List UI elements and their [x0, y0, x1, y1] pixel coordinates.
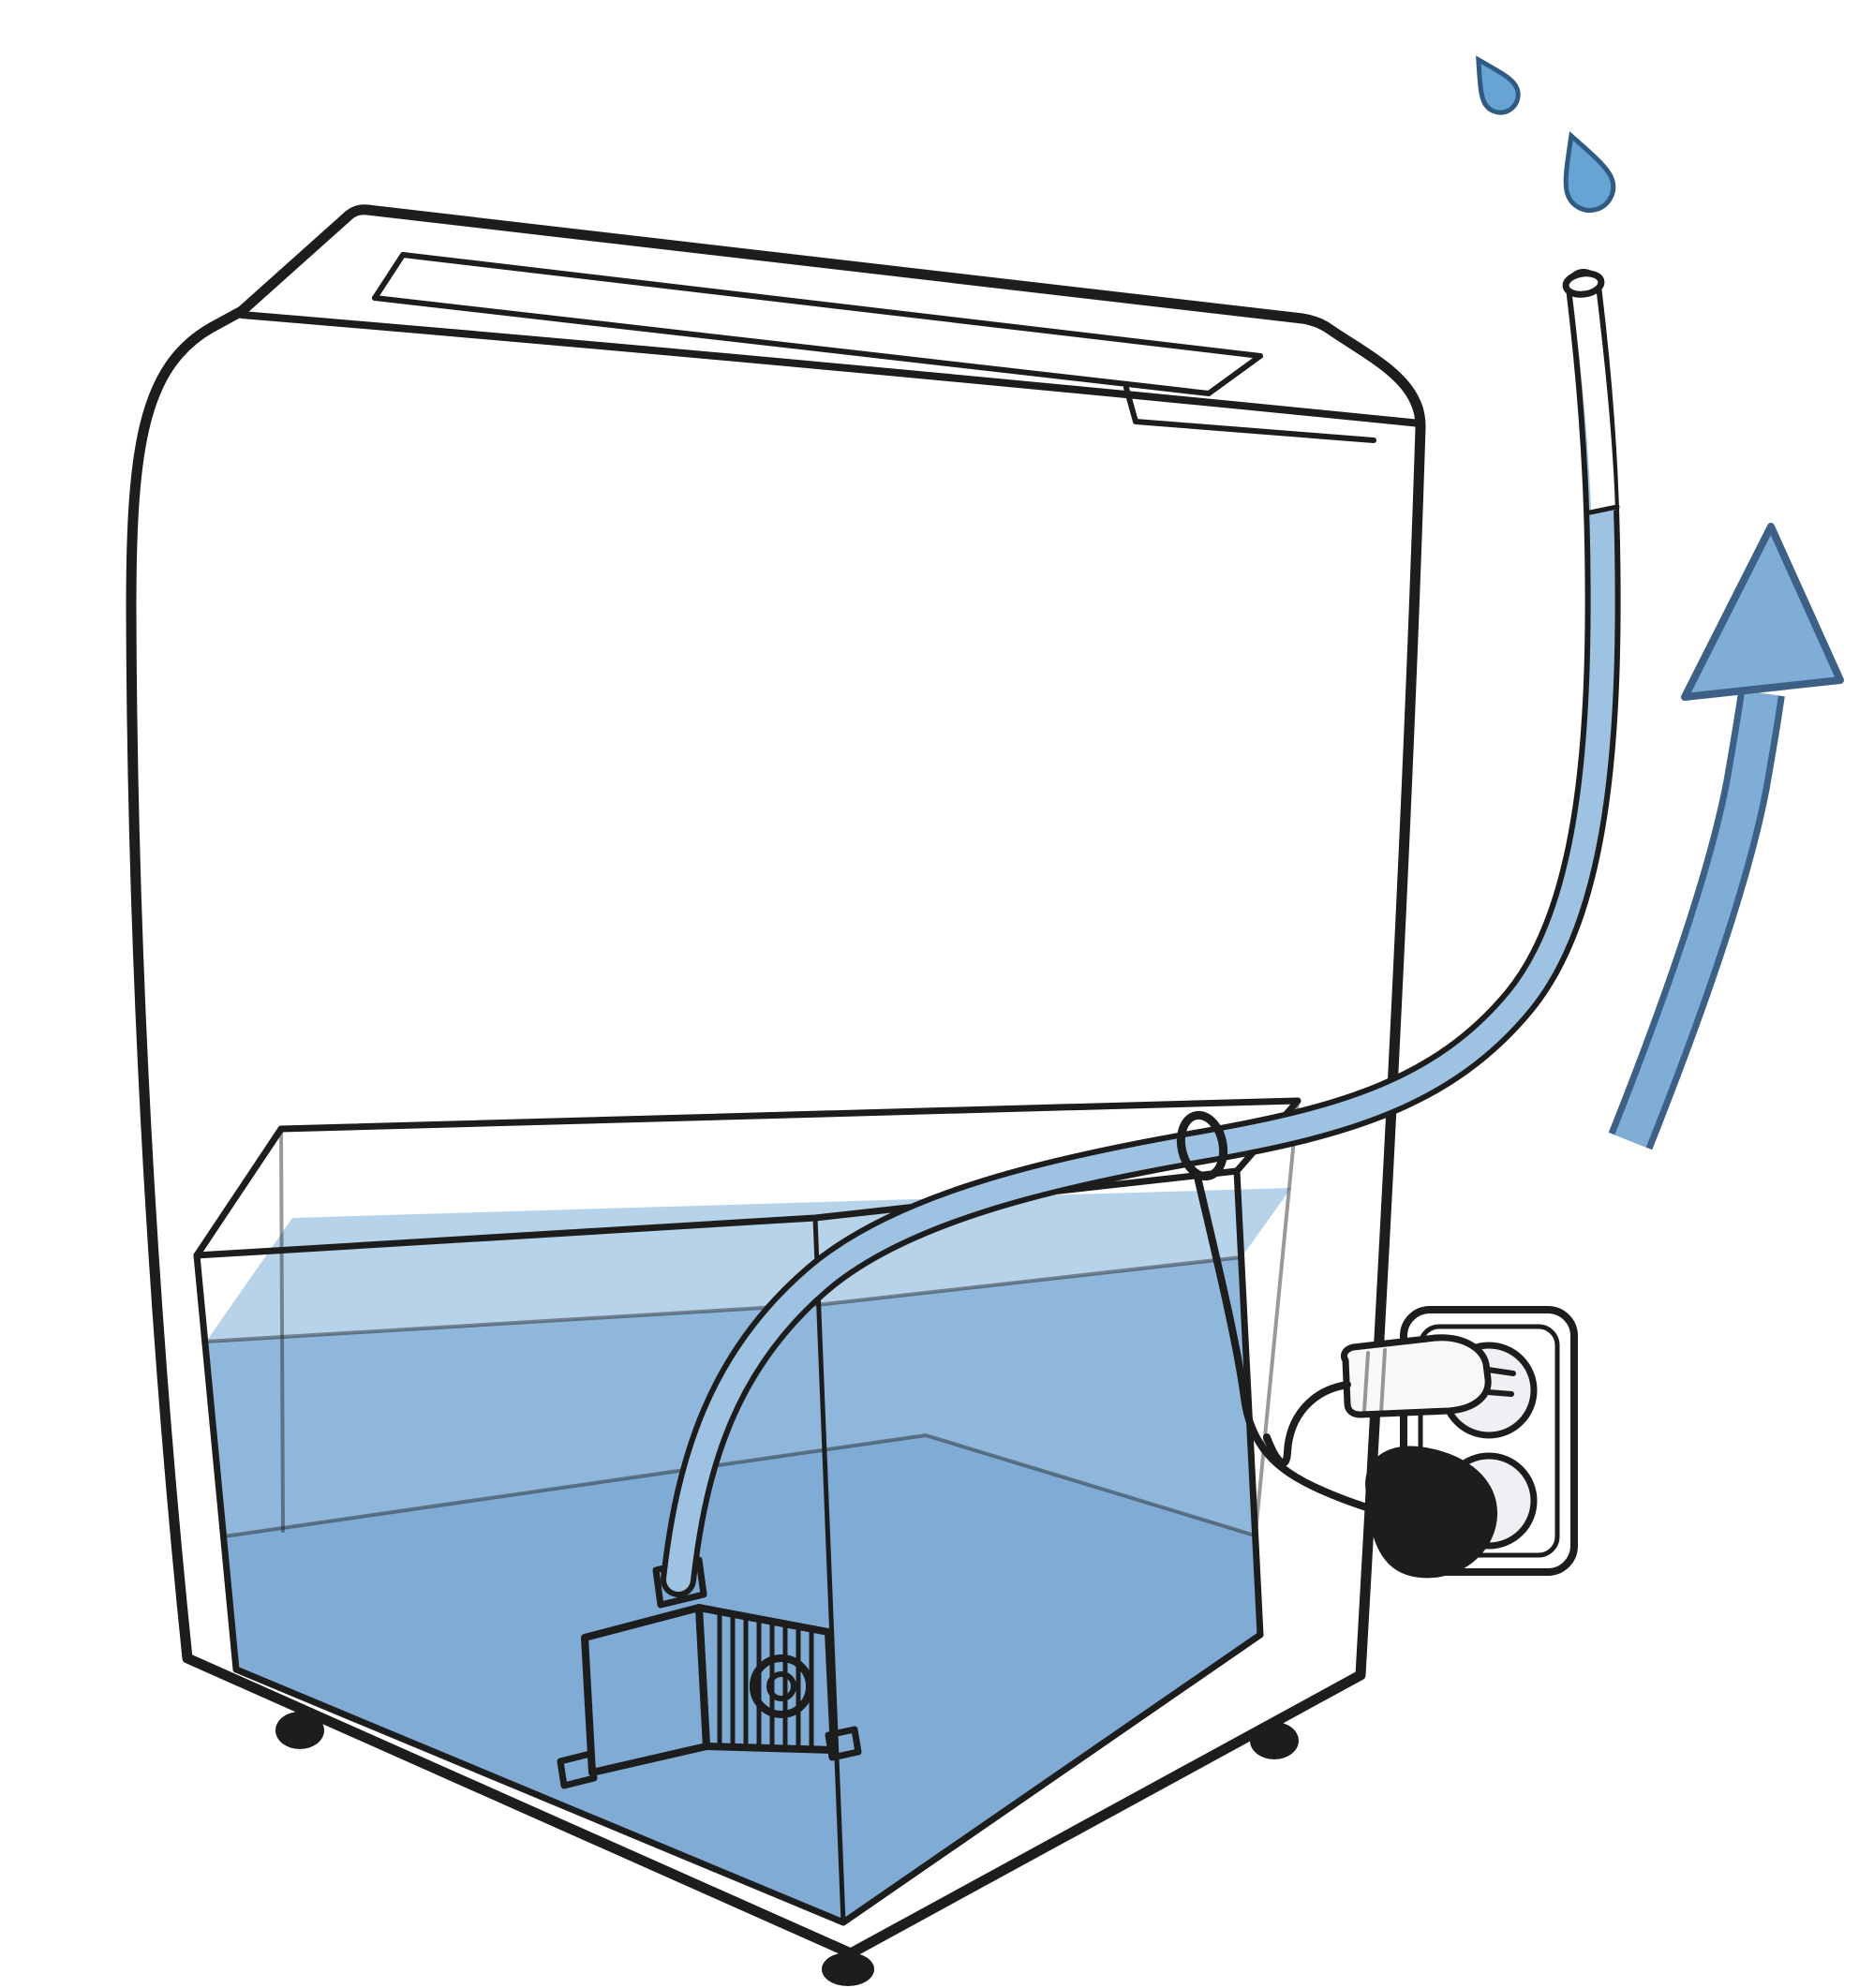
- tank-interior-back-left-corner: [279, 1127, 285, 1533]
- tank-near-vertical-edge: [812, 1215, 846, 1925]
- lid-left-connector: [372, 252, 406, 301]
- pump-plug: [1365, 1446, 1498, 1579]
- tube-water-level-line: [1587, 504, 1620, 515]
- tube-guide-ring: [1176, 1110, 1228, 1181]
- pump-outlet-port: [750, 1654, 813, 1718]
- casters: [275, 1712, 1299, 1986]
- water-drop-large: [1563, 131, 1616, 213]
- pump-side-face: [695, 1604, 838, 1754]
- plug-grip-lines: [1362, 1348, 1387, 1415]
- appliance-plug-cable: [1263, 1381, 1351, 1467]
- appliance-plug: [1340, 1334, 1492, 1418]
- tank-interior-back-right-corner: [1254, 1099, 1300, 1535]
- caster-left: [275, 1712, 324, 1749]
- submersible-pump: [557, 1556, 862, 1789]
- tank-interior-bottom-edges: [222, 1432, 1254, 1538]
- pump-foot-left: [557, 1750, 598, 1789]
- water-drop-small: [1476, 55, 1521, 115]
- tank-rim-back: [277, 1097, 1301, 1133]
- upward-flow-arrow: [1608, 523, 1844, 1150]
- panel-step-line: [1123, 385, 1376, 443]
- water-collection-tank: [193, 1097, 1301, 1926]
- lid-front-line: [372, 295, 1212, 396]
- caster-center: [822, 1952, 874, 1986]
- caster-right: [1250, 1722, 1299, 1759]
- tube-open-tip: [1562, 270, 1605, 298]
- lid-right-connector: [1206, 353, 1263, 396]
- arrow-shaft-fill: [1614, 690, 1778, 1148]
- drain-tube: [661, 269, 1621, 1597]
- pump-outlet-port-inner: [766, 1671, 796, 1701]
- plug-prongs: [1485, 1367, 1516, 1397]
- waterline: [204, 1255, 1243, 1343]
- tube-water-column: [666, 274, 1615, 1592]
- water-drops: [1476, 55, 1616, 213]
- tank-bottom-edges: [232, 1631, 1264, 1926]
- pump-power-cord: [1193, 1169, 1415, 1525]
- appliance-lid-lines: [372, 252, 1376, 443]
- tube-empty-segment: [1571, 285, 1615, 512]
- power-system: [1193, 1169, 1578, 1579]
- arrow-head: [1681, 523, 1844, 701]
- outlet-plate-inner-line: [1418, 1324, 1560, 1558]
- tank-left-edge: [193, 1252, 240, 1673]
- lid-back-line: [400, 252, 1263, 359]
- tank-rim-left: [193, 1125, 285, 1259]
- appliance-top-front-edge: [238, 311, 1424, 427]
- water-surface-plane: [206, 1188, 1291, 1342]
- water-deep-region: [224, 1435, 1260, 1922]
